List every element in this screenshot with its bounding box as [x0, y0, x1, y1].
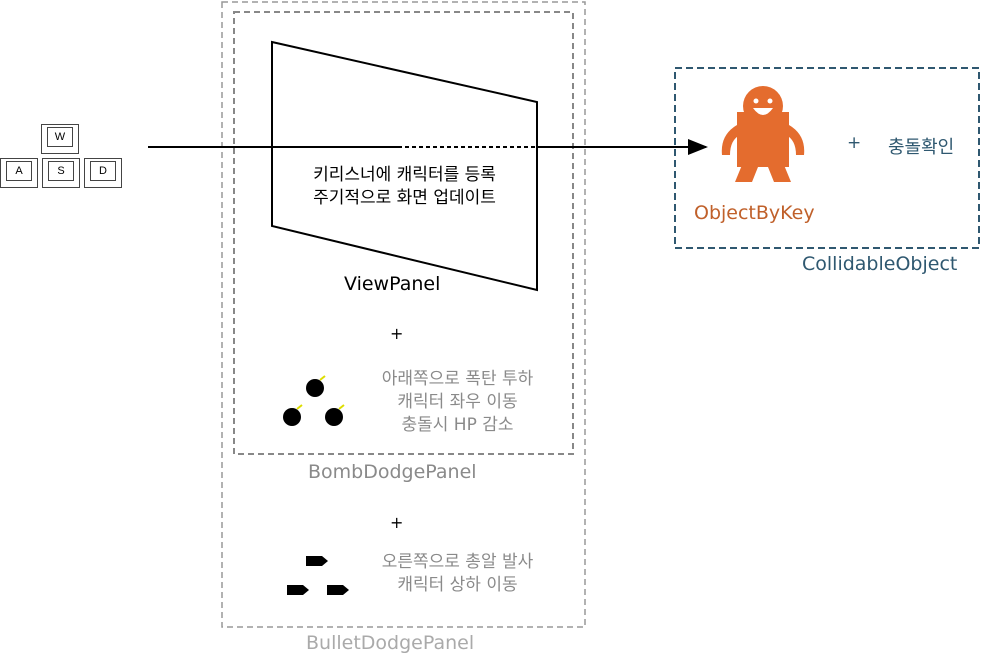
desc-line: 키리스너에 캐릭터를 등록	[313, 165, 496, 185]
key-w-label: W	[47, 127, 73, 147]
desc-line: 오른쪽으로 총알 발사	[381, 552, 534, 572]
key-w: W	[41, 124, 79, 154]
bomb-plus: +	[390, 324, 404, 343]
bullet-dodge-panel-label: BulletDodgePanel	[306, 632, 475, 654]
view-panel-description: 키리스너에 캐릭터를 등록 주기적으로 화면 업데이트	[272, 164, 537, 210]
collision-check-label: 충돌확인	[888, 137, 955, 158]
bomb-dodge-panel-box	[233, 11, 574, 455]
key-s: S	[42, 158, 80, 188]
character-icon	[721, 86, 805, 182]
desc-line: 주기적으로 화면 업데이트	[313, 188, 496, 208]
key-d: D	[84, 158, 122, 188]
bullet-dodge-panel-box	[221, 1, 586, 628]
bullet-panel-description: 오른쪽으로 총알 발사 캐릭터 상하 이동	[355, 551, 560, 597]
key-d-label: D	[90, 161, 116, 181]
collidable-plus: +	[847, 133, 862, 153]
desc-line: 캐릭터 상하 이동	[397, 575, 518, 595]
bullet-icons	[287, 556, 349, 595]
object-by-key-label: ObjectByKey	[694, 202, 815, 224]
key-a-label: A	[6, 161, 32, 181]
view-panel-trapezoid	[271, 40, 538, 292]
bullet-plus: +	[390, 513, 404, 532]
bomb-panel-description: 아래쪽으로 폭탄 투하 캐릭터 좌우 이동 충돌시 HP 감소	[355, 368, 560, 437]
desc-line: 충돌시 HP 감소	[401, 415, 514, 435]
bomb-dodge-panel-label: BombDodgePanel	[308, 461, 477, 483]
collidable-object-label: CollidableObject	[802, 253, 958, 275]
bomb-icons	[283, 375, 345, 426]
key-a: A	[0, 158, 38, 188]
view-panel-label: ViewPanel	[344, 273, 441, 295]
desc-line: 아래쪽으로 폭탄 투하	[381, 369, 534, 389]
key-s-label: S	[48, 161, 74, 181]
desc-line: 캐릭터 좌우 이동	[397, 392, 518, 412]
